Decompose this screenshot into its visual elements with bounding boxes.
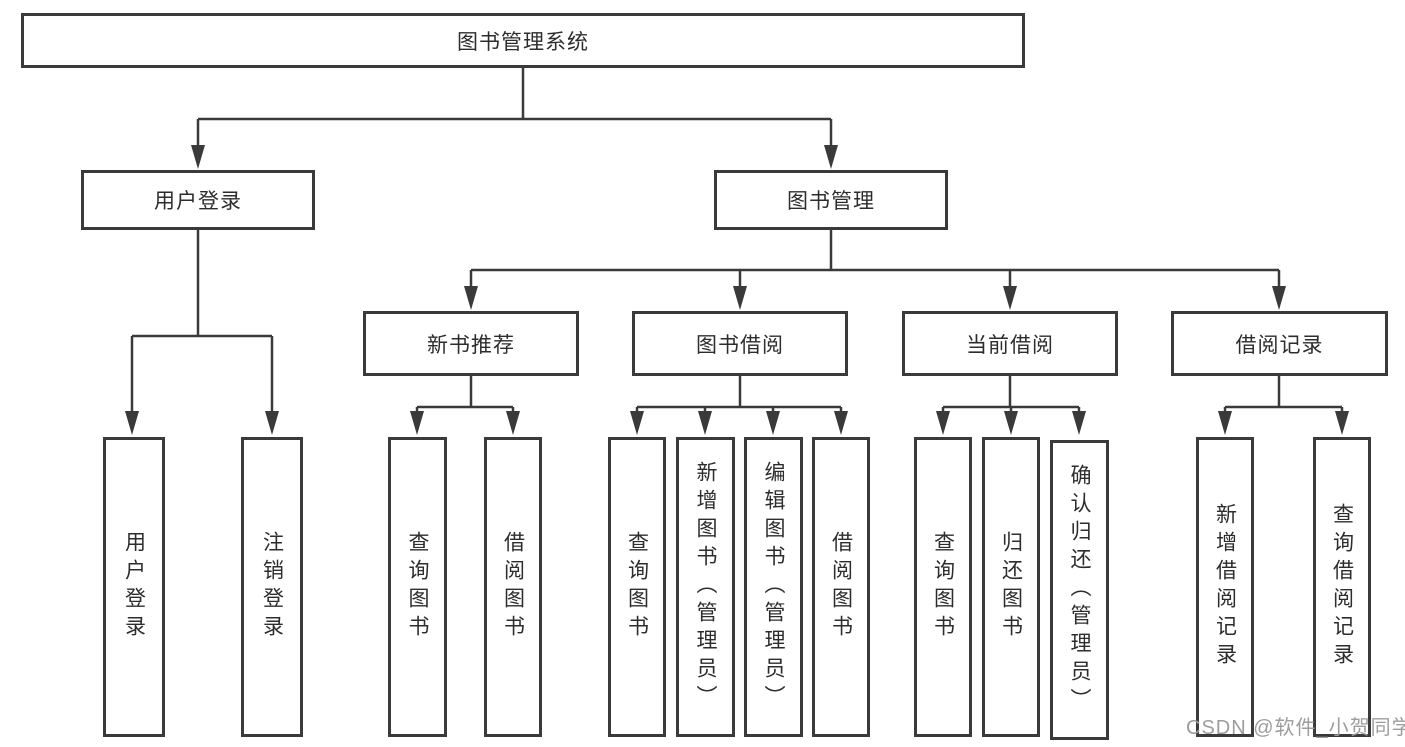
node-borrow-records: 借阅记录 bbox=[1171, 311, 1388, 376]
node-records-query-record: 查询借阅记录 bbox=[1313, 437, 1371, 737]
node-book-borrow-label: 图书借阅 bbox=[696, 333, 784, 357]
node-user-login-label: 用户登录 bbox=[154, 190, 242, 213]
node-current-confirm-return-admin-label: 确认归还（管理员） bbox=[1068, 464, 1091, 716]
arrowheads bbox=[125, 145, 1349, 435]
node-root-label: 图书管理系统 bbox=[457, 30, 589, 54]
node-new-book-recommend-label: 新书推荐 bbox=[427, 333, 515, 357]
node-borrow-query-book: 查询图书 bbox=[608, 437, 666, 737]
node-borrow-add-book-admin: 新增图书（管理员） bbox=[676, 437, 735, 737]
node-current-confirm-return-admin: 确认归还（管理员） bbox=[1050, 440, 1109, 740]
node-current-borrow-label: 当前借阅 bbox=[966, 333, 1054, 357]
node-current-return-book-label: 归还图书 bbox=[999, 531, 1023, 643]
node-recommend-borrow-book: 借阅图书 bbox=[484, 437, 542, 737]
node-current-return-book: 归还图书 bbox=[982, 437, 1040, 737]
node-records-add-record: 新增借阅记录 bbox=[1196, 437, 1254, 737]
node-root: 图书管理系统 bbox=[21, 13, 1025, 68]
node-recommend-query-book-label: 查询图书 bbox=[406, 531, 429, 643]
node-borrow-records-label: 借阅记录 bbox=[1235, 333, 1324, 357]
node-borrow-add-book-admin-label: 新增图书（管理员） bbox=[694, 461, 717, 713]
node-recommend-borrow-book-label: 借阅图书 bbox=[501, 531, 525, 643]
node-logout-action-label: 注销登录 bbox=[260, 531, 284, 643]
node-borrow-query-book-label: 查询图书 bbox=[625, 531, 649, 643]
node-current-query-book: 查询图书 bbox=[914, 437, 972, 737]
node-book-borrow: 图书借阅 bbox=[632, 311, 848, 376]
node-book-management: 图书管理 bbox=[714, 170, 948, 230]
node-user-login: 用户登录 bbox=[81, 170, 315, 230]
node-borrow-edit-book-admin-label: 编辑图书（管理员） bbox=[762, 461, 785, 713]
node-new-book-recommend: 新书推荐 bbox=[363, 311, 579, 376]
node-borrow-borrow-book-label: 借阅图书 bbox=[829, 531, 853, 643]
node-user-login-action-label: 用户登录 bbox=[122, 531, 146, 643]
node-borrow-edit-book-admin: 编辑图书（管理员） bbox=[744, 437, 803, 737]
node-current-query-book-label: 查询图书 bbox=[931, 531, 955, 643]
node-user-login-action: 用户登录 bbox=[103, 437, 165, 737]
node-records-add-record-label: 新增借阅记录 bbox=[1213, 503, 1237, 671]
node-borrow-borrow-book: 借阅图书 bbox=[812, 437, 870, 737]
node-current-borrow: 当前借阅 bbox=[902, 311, 1118, 376]
node-book-management-label: 图书管理 bbox=[787, 190, 875, 213]
node-recommend-query-book: 查询图书 bbox=[388, 437, 447, 737]
csdn-watermark: CSDN @软件_小贺同学 bbox=[1186, 717, 1405, 739]
node-logout-action: 注销登录 bbox=[241, 437, 303, 737]
node-records-query-record-label: 查询借阅记录 bbox=[1330, 503, 1354, 671]
